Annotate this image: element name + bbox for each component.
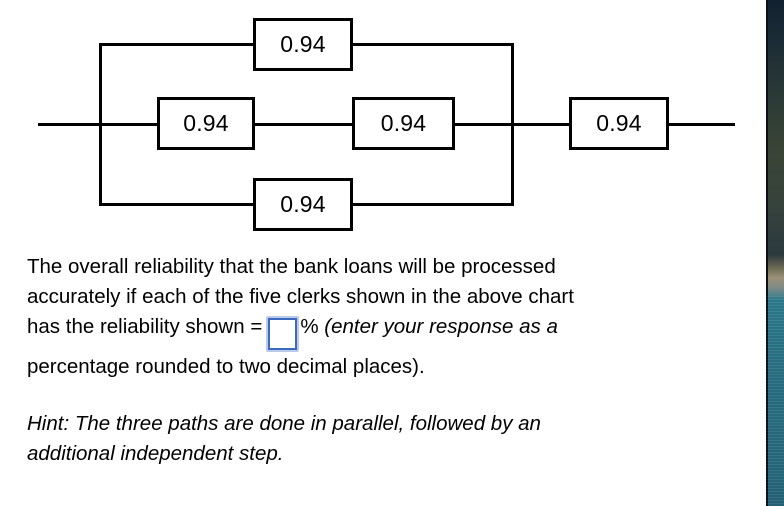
question-line-1: The overall reliability that the bank lo… [27,255,556,278]
question-line-2: accurately if each of the five clerks sh… [27,285,574,308]
question-line-4: percentage rounded to two decimal places… [27,355,425,378]
block-middle-first: 0.94 [157,97,255,150]
question-line-3-italic-tail: (enter your response as a [324,315,558,338]
block-middle-second: 0.94 [352,97,455,150]
desktop-wallpaper-strip [766,0,784,506]
wire-bottom-right [352,203,514,206]
wallpaper-water-texture [766,296,784,506]
reliability-block-diagram: 0.94 0.94 0.94 0.94 0.94 [0,0,740,240]
percent-symbol: % [300,315,319,338]
answer-input[interactable] [268,318,298,350]
question-line-3-prefix: has the reliability shown = [27,315,263,338]
window-edge-divider [766,0,768,506]
wire-output-lead [667,123,735,126]
wire-series-lead [511,123,571,126]
block-value: 0.94 [280,31,326,57]
hint-line-1: Hint: The three paths are done in parall… [27,412,541,435]
block-value: 0.94 [380,110,427,136]
block-top-path: 0.94 [253,18,353,71]
wire-middle-left [99,123,159,126]
question-text-block: The overall reliability that the bank lo… [27,252,737,469]
block-value: 0.94 [596,110,642,136]
wire-top-right [352,43,514,46]
block-series-final: 0.94 [569,97,669,150]
wire-middle-right [453,123,514,126]
block-value: 0.94 [280,191,326,217]
wire-middle-connector [253,123,354,126]
hint-line-2: additional independent step. [27,442,284,465]
answer-input-wrapper[interactable] [266,316,300,352]
question-line-3: has the reliability shown =% (enter your… [27,312,737,352]
wire-bottom-left [99,203,255,206]
block-value: 0.94 [183,110,229,136]
wire-input-lead [38,123,101,126]
block-bottom-path: 0.94 [253,178,353,231]
wire-top-left [99,43,255,46]
hint-block: Hint: The three paths are done in parall… [27,409,737,469]
